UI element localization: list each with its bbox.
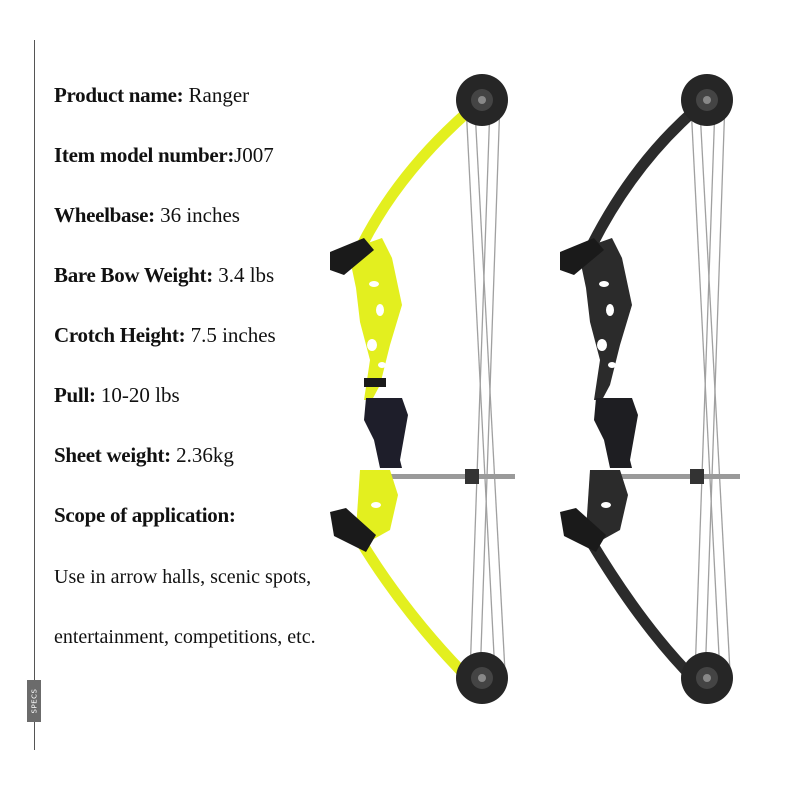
compound-bows-image <box>330 74 740 704</box>
spec-row-model-number: Item model number:J007 <box>54 140 274 170</box>
side-divider-top <box>34 40 35 680</box>
application-line-2: entertainment, competitions, etc. <box>54 626 316 648</box>
spec-value: J007 <box>234 143 274 167</box>
spec-row-wheelbase: Wheelbase: 36 inches <box>54 200 240 230</box>
spec-value: 36 inches <box>160 203 240 227</box>
specs-tag-label: SPECS <box>30 688 39 714</box>
spec-label: Pull: <box>54 383 96 407</box>
spec-label: Scope of application: <box>54 503 236 527</box>
spec-row-sheet-weight: Sheet weight: 2.36kg <box>54 440 234 470</box>
spec-row-pull: Pull: 10-20 lbs <box>54 380 180 410</box>
spec-value: 7.5 inches <box>190 323 276 347</box>
specs-tag: SPECS <box>27 680 41 722</box>
spec-value: 10-20 lbs <box>100 383 180 407</box>
spec-value: Ranger <box>188 83 250 107</box>
spec-label: Bare Bow Weight: <box>54 263 213 287</box>
spec-label: Crotch Height: <box>54 323 186 347</box>
spec-label: Product name: <box>54 83 184 107</box>
black-compound-bow <box>560 74 740 704</box>
spec-label: Wheelbase: <box>54 203 155 227</box>
spec-label: Item model number: <box>54 143 235 167</box>
spec-label: Sheet weight: <box>54 443 171 467</box>
side-divider-bottom <box>34 722 35 750</box>
spec-value: 3.4 lbs <box>218 263 275 287</box>
application-line-1: Use in arrow halls, scenic spots, <box>54 566 312 588</box>
spec-row-product-name: Product name: Ranger <box>54 80 249 110</box>
spec-row-bare-bow-weight: Bare Bow Weight: 3.4 lbs <box>54 260 274 290</box>
spec-row-scope: Scope of application: <box>54 500 236 530</box>
spec-row-crotch-height: Crotch Height: 7.5 inches <box>54 320 276 350</box>
spec-value: 2.36kg <box>176 443 234 467</box>
yellow-compound-bow <box>330 74 515 704</box>
